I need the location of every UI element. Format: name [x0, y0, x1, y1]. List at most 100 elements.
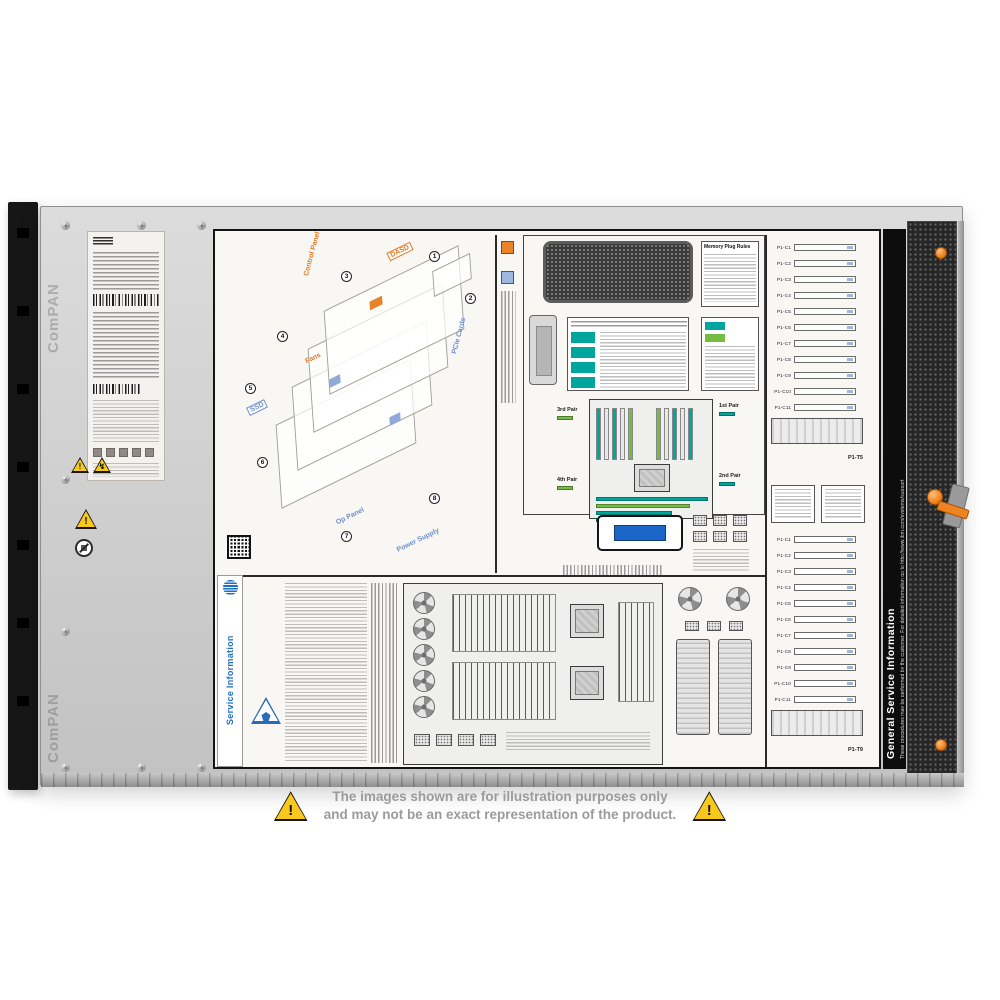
watermark-text: ComPAN [45, 693, 62, 763]
dimm-slot [688, 408, 693, 460]
callout-number: 5 [245, 383, 256, 394]
callout-number: 8 [429, 493, 440, 504]
dimm-slot [604, 408, 609, 460]
pcie-slot: P1-C3 [771, 271, 875, 287]
port-icon [480, 734, 496, 746]
pair-label-1st: 1st Pair [719, 403, 739, 409]
text-lines [693, 549, 749, 573]
pcie-slot-bar [794, 695, 856, 703]
pcie-slot-bar [794, 647, 856, 655]
port-icon [733, 515, 747, 526]
pcie-slot-bar [794, 535, 856, 543]
multilingual-text-lines [285, 583, 367, 763]
fan-icon [726, 587, 750, 611]
watermark-text: ComPAN [45, 283, 62, 353]
cassette-drawing [771, 710, 863, 736]
dimm-slot [620, 408, 625, 460]
port-icon [414, 734, 430, 746]
fan-icon [413, 592, 435, 614]
pcie-slot: P1-C4 [771, 287, 875, 303]
memory-rank-bar [596, 504, 690, 508]
pair-chip [719, 412, 735, 416]
pcie-slot-bar [794, 259, 856, 267]
barcode [93, 384, 141, 394]
port-icon [713, 531, 727, 542]
thumbscrew-top [935, 247, 947, 259]
pcie-slot-label: P1-C2 [776, 552, 791, 558]
config-table [567, 317, 689, 391]
callout-number: 7 [341, 531, 352, 542]
general-service-subtitle: These procedures may be performed by the… [900, 479, 904, 759]
table-cell-teal [571, 332, 595, 343]
prohibition-icon [75, 539, 93, 557]
table-cell-teal [705, 322, 725, 330]
pcie-slot-bar [794, 291, 856, 299]
service-logo-icon [222, 580, 238, 595]
pcie-slot: P1-C2 [771, 547, 875, 563]
pcie-slot: P1-C5 [771, 595, 875, 611]
thumbscrew-bottom [935, 739, 947, 751]
pair-label-3rd: 3rd Pair [557, 407, 578, 413]
warning-triangle-icon: ! [75, 509, 97, 529]
pcie-slot: P1-C11 [771, 691, 875, 707]
legend-text-lines [501, 291, 516, 403]
table-cell-teal [571, 377, 595, 388]
pair-chip [557, 416, 573, 420]
dimm-slot [596, 408, 601, 460]
pcie-slot-label: P1-C7 [776, 632, 791, 638]
screw-head [197, 763, 206, 772]
callout-ssd: SSD [246, 398, 269, 417]
rack-ear-left [8, 202, 38, 790]
connector-drawing [529, 315, 557, 385]
pcie-slot-label: P1-C10 [774, 680, 791, 686]
pcie-slot-bar [794, 243, 856, 251]
psu-drawing [718, 639, 752, 735]
dimm-cluster-b [656, 408, 708, 460]
table-header-lines [571, 321, 687, 328]
pcie-slot-label: P1-C10 [774, 388, 791, 394]
pcie-slot: P1-C7 [771, 335, 875, 351]
text-lines [93, 463, 159, 477]
dimm-slot-bank [452, 662, 556, 720]
pair-label-4th: 4th Pair [557, 477, 578, 483]
pcie-slot: P1-C11 [771, 399, 875, 415]
port-icon [729, 621, 743, 631]
pcie-slot: P1-C6 [771, 611, 875, 627]
board-fans [410, 588, 438, 748]
warning-glyph: ! [78, 462, 82, 471]
text-lines [825, 489, 861, 519]
pcie-slot: P1-C1 [771, 239, 875, 255]
memory-note-box: Memory Plug Rules [701, 241, 759, 307]
pcie-slot-bar [794, 371, 856, 379]
esd-hand-glyph [261, 712, 271, 721]
board-connector-row [414, 730, 654, 752]
chassis-front-edge [41, 773, 964, 787]
pcie-slot: P1-C10 [771, 383, 875, 399]
callout-power-supply: Power Supply [395, 527, 441, 554]
cpu-drawing [634, 464, 670, 492]
cassette-drawing [771, 418, 863, 444]
cpu-drawing [570, 666, 604, 700]
dimm-slot [628, 408, 633, 460]
usb-port-drawing [597, 515, 683, 551]
divider [495, 235, 497, 573]
server-top-view: ComPAN ComPAN ! ↯ [8, 200, 970, 792]
screw-head [137, 221, 146, 230]
pair-chip [557, 486, 573, 490]
service-info-strip: Service Information [217, 575, 243, 767]
pcie-slot-label: P1-C6 [776, 616, 791, 622]
pcie-slot-label: P1-C1 [776, 536, 791, 542]
vent-drawing [543, 241, 693, 303]
port-label-top: P1-T5 [848, 455, 863, 461]
table-cell-green [705, 334, 725, 342]
dimm-slot [664, 408, 669, 460]
port-icon [707, 621, 721, 631]
pcie-slot-bar [794, 615, 856, 623]
fan-psu-diagram [671, 583, 757, 765]
psu-fans [671, 583, 757, 615]
divider [219, 575, 765, 577]
pcie-slot-label: P1-C5 [776, 308, 791, 314]
pcie-slot: P1-C3 [771, 563, 875, 579]
